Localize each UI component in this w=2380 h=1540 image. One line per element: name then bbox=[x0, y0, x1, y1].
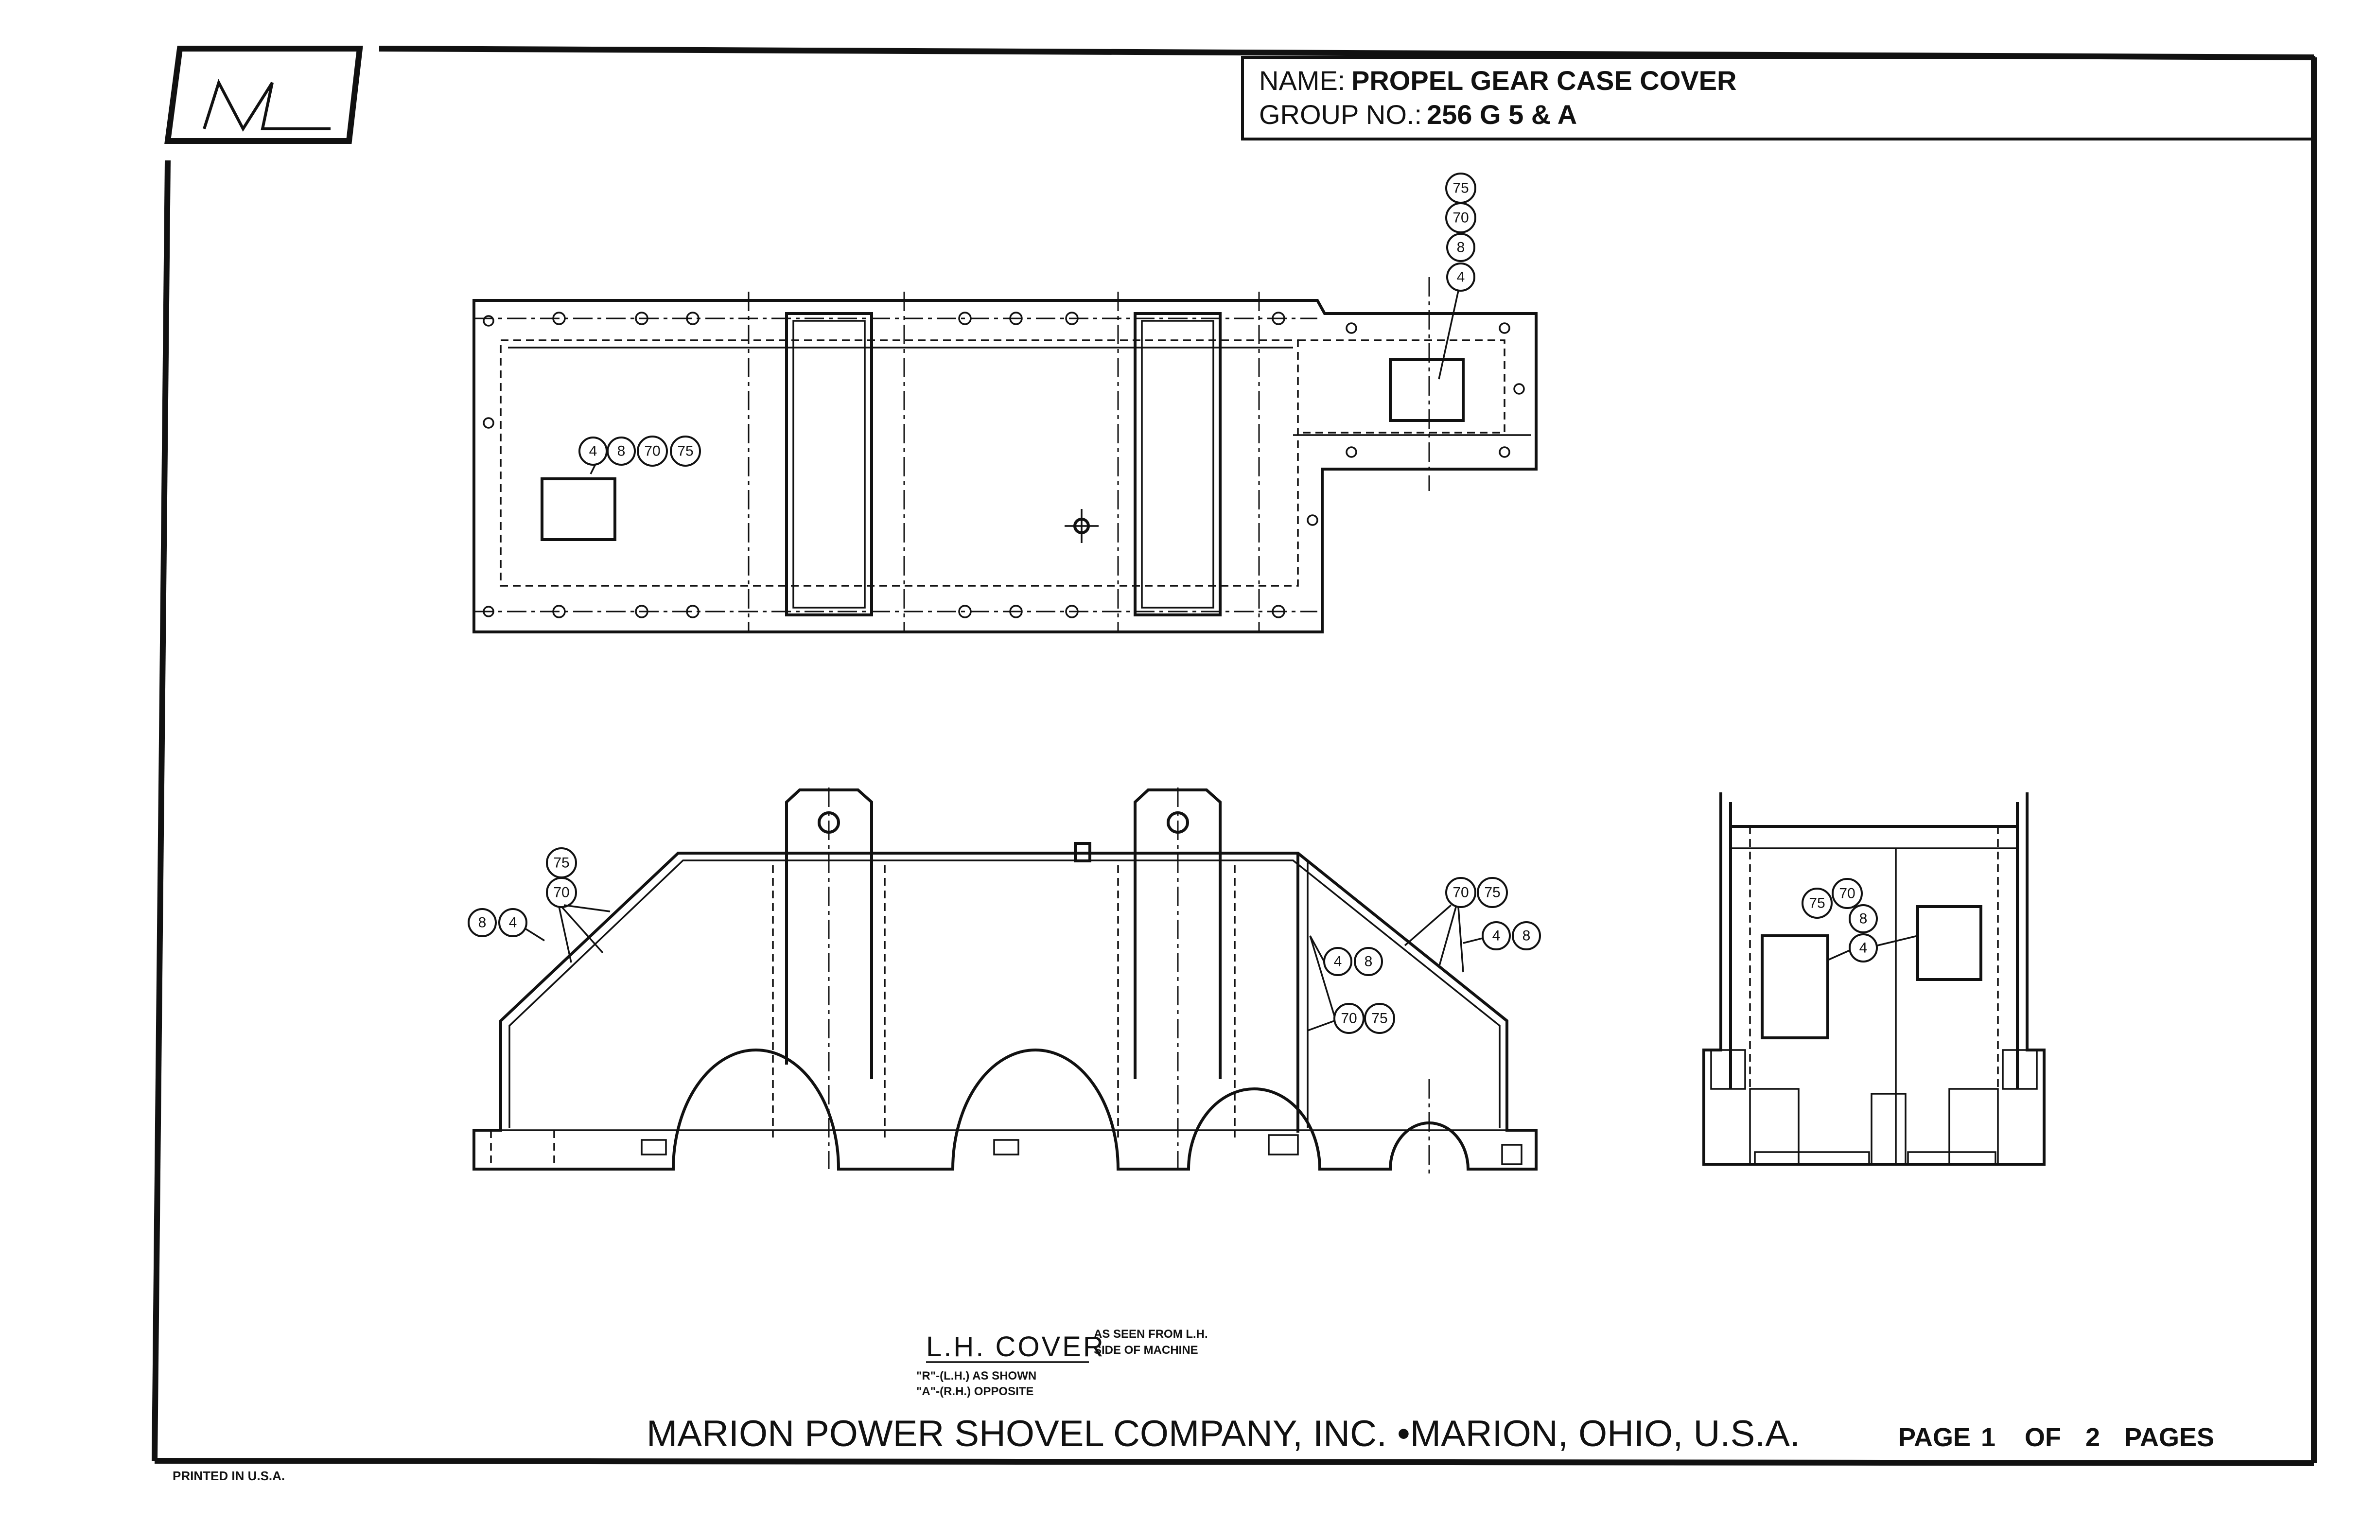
group-value: 256 G 5 & A bbox=[1427, 99, 1577, 130]
svg-text:4: 4 bbox=[509, 915, 517, 931]
svg-text:8: 8 bbox=[478, 915, 487, 931]
end-view bbox=[1702, 792, 2046, 1166]
printed-in-usa: PRINTED IN U.S.A. bbox=[173, 1469, 285, 1483]
svg-text:2: 2 bbox=[2085, 1423, 2100, 1452]
svg-text:8: 8 bbox=[1522, 928, 1531, 944]
callout-group-end-view: 75 70 8 4 bbox=[1802, 878, 1918, 962]
svg-text:4: 4 bbox=[1859, 940, 1868, 956]
svg-text:70: 70 bbox=[644, 443, 660, 459]
caption-side-note-2: SIDE OF MACHINE bbox=[1094, 1344, 1198, 1357]
sheet-border bbox=[152, 46, 2317, 1466]
caption-title: L.H. COVER bbox=[926, 1331, 1105, 1363]
group-label: GROUP NO.: bbox=[1259, 99, 1422, 130]
callout-group-elev-left: 75 70 8 4 bbox=[468, 847, 611, 963]
svg-text:75: 75 bbox=[553, 855, 569, 871]
callout-8 bbox=[1446, 233, 1475, 262]
svg-text:4: 4 bbox=[1492, 928, 1501, 944]
callout-8 bbox=[607, 437, 636, 466]
svg-text:75: 75 bbox=[1484, 885, 1500, 901]
svg-text:4: 4 bbox=[1457, 269, 1465, 285]
callout-70 bbox=[1445, 202, 1476, 233]
name-label: NAME: bbox=[1259, 65, 1345, 96]
svg-text:75: 75 bbox=[1452, 180, 1469, 196]
svg-text:70: 70 bbox=[1452, 885, 1469, 901]
callout-group-elev-right: 70 75 4 8 bbox=[1404, 877, 1541, 973]
view-caption: L.H. COVER AS SEEN FROM L.H. SIDE OF MAC… bbox=[916, 1328, 1208, 1398]
page-indicator: PAGE 1 OF 2 PAGES bbox=[1898, 1423, 2214, 1452]
name-value: PROPEL GEAR CASE COVER bbox=[1351, 65, 1736, 96]
elevation-view bbox=[472, 788, 1538, 1176]
marion-m-logo bbox=[164, 46, 363, 144]
svg-text:1: 1 bbox=[1981, 1423, 1995, 1452]
callout-70 bbox=[637, 436, 668, 467]
callout-group-plan-right: 75 70 8 4 bbox=[1438, 173, 1476, 380]
svg-text:70: 70 bbox=[553, 885, 569, 901]
svg-text:OF: OF bbox=[2025, 1423, 2061, 1452]
svg-text:PAGE: PAGE bbox=[1898, 1423, 1971, 1452]
svg-text:8: 8 bbox=[1859, 911, 1868, 927]
caption-side-note-1: AS SEEN FROM L.H. bbox=[1094, 1328, 1208, 1341]
svg-text:75: 75 bbox=[1371, 1011, 1387, 1027]
caption-note-2: "A"-(R.H.) OPPOSITE bbox=[916, 1385, 1033, 1398]
svg-text:75: 75 bbox=[1809, 895, 1825, 911]
svg-text:70: 70 bbox=[1452, 210, 1469, 226]
callout-75 bbox=[670, 436, 701, 467]
svg-text:70: 70 bbox=[1839, 886, 1855, 902]
callout-4 bbox=[1446, 262, 1475, 292]
title-block: NAME: PROPEL GEAR CASE COVER GROUP NO.: … bbox=[1241, 56, 2315, 140]
svg-text:4: 4 bbox=[589, 443, 597, 459]
svg-text:75: 75 bbox=[677, 443, 693, 459]
svg-text:70: 70 bbox=[1341, 1011, 1357, 1027]
svg-text:8: 8 bbox=[1457, 240, 1465, 256]
caption-note-1: "R"-(L.H.) AS SHOWN bbox=[916, 1369, 1036, 1382]
callout-group-plan-left: 4 8 70 75 bbox=[578, 436, 701, 474]
svg-text:8: 8 bbox=[1365, 954, 1373, 970]
svg-text:4: 4 bbox=[1334, 954, 1342, 970]
company-footer: MARION POWER SHOVEL COMPANY, INC. •MARIO… bbox=[647, 1413, 1800, 1454]
callout-group-elev-middle: 4 8 70 75 bbox=[1307, 935, 1395, 1034]
svg-text:PAGES: PAGES bbox=[2124, 1423, 2214, 1452]
svg-text:8: 8 bbox=[617, 443, 626, 459]
plan-view bbox=[472, 277, 1538, 633]
